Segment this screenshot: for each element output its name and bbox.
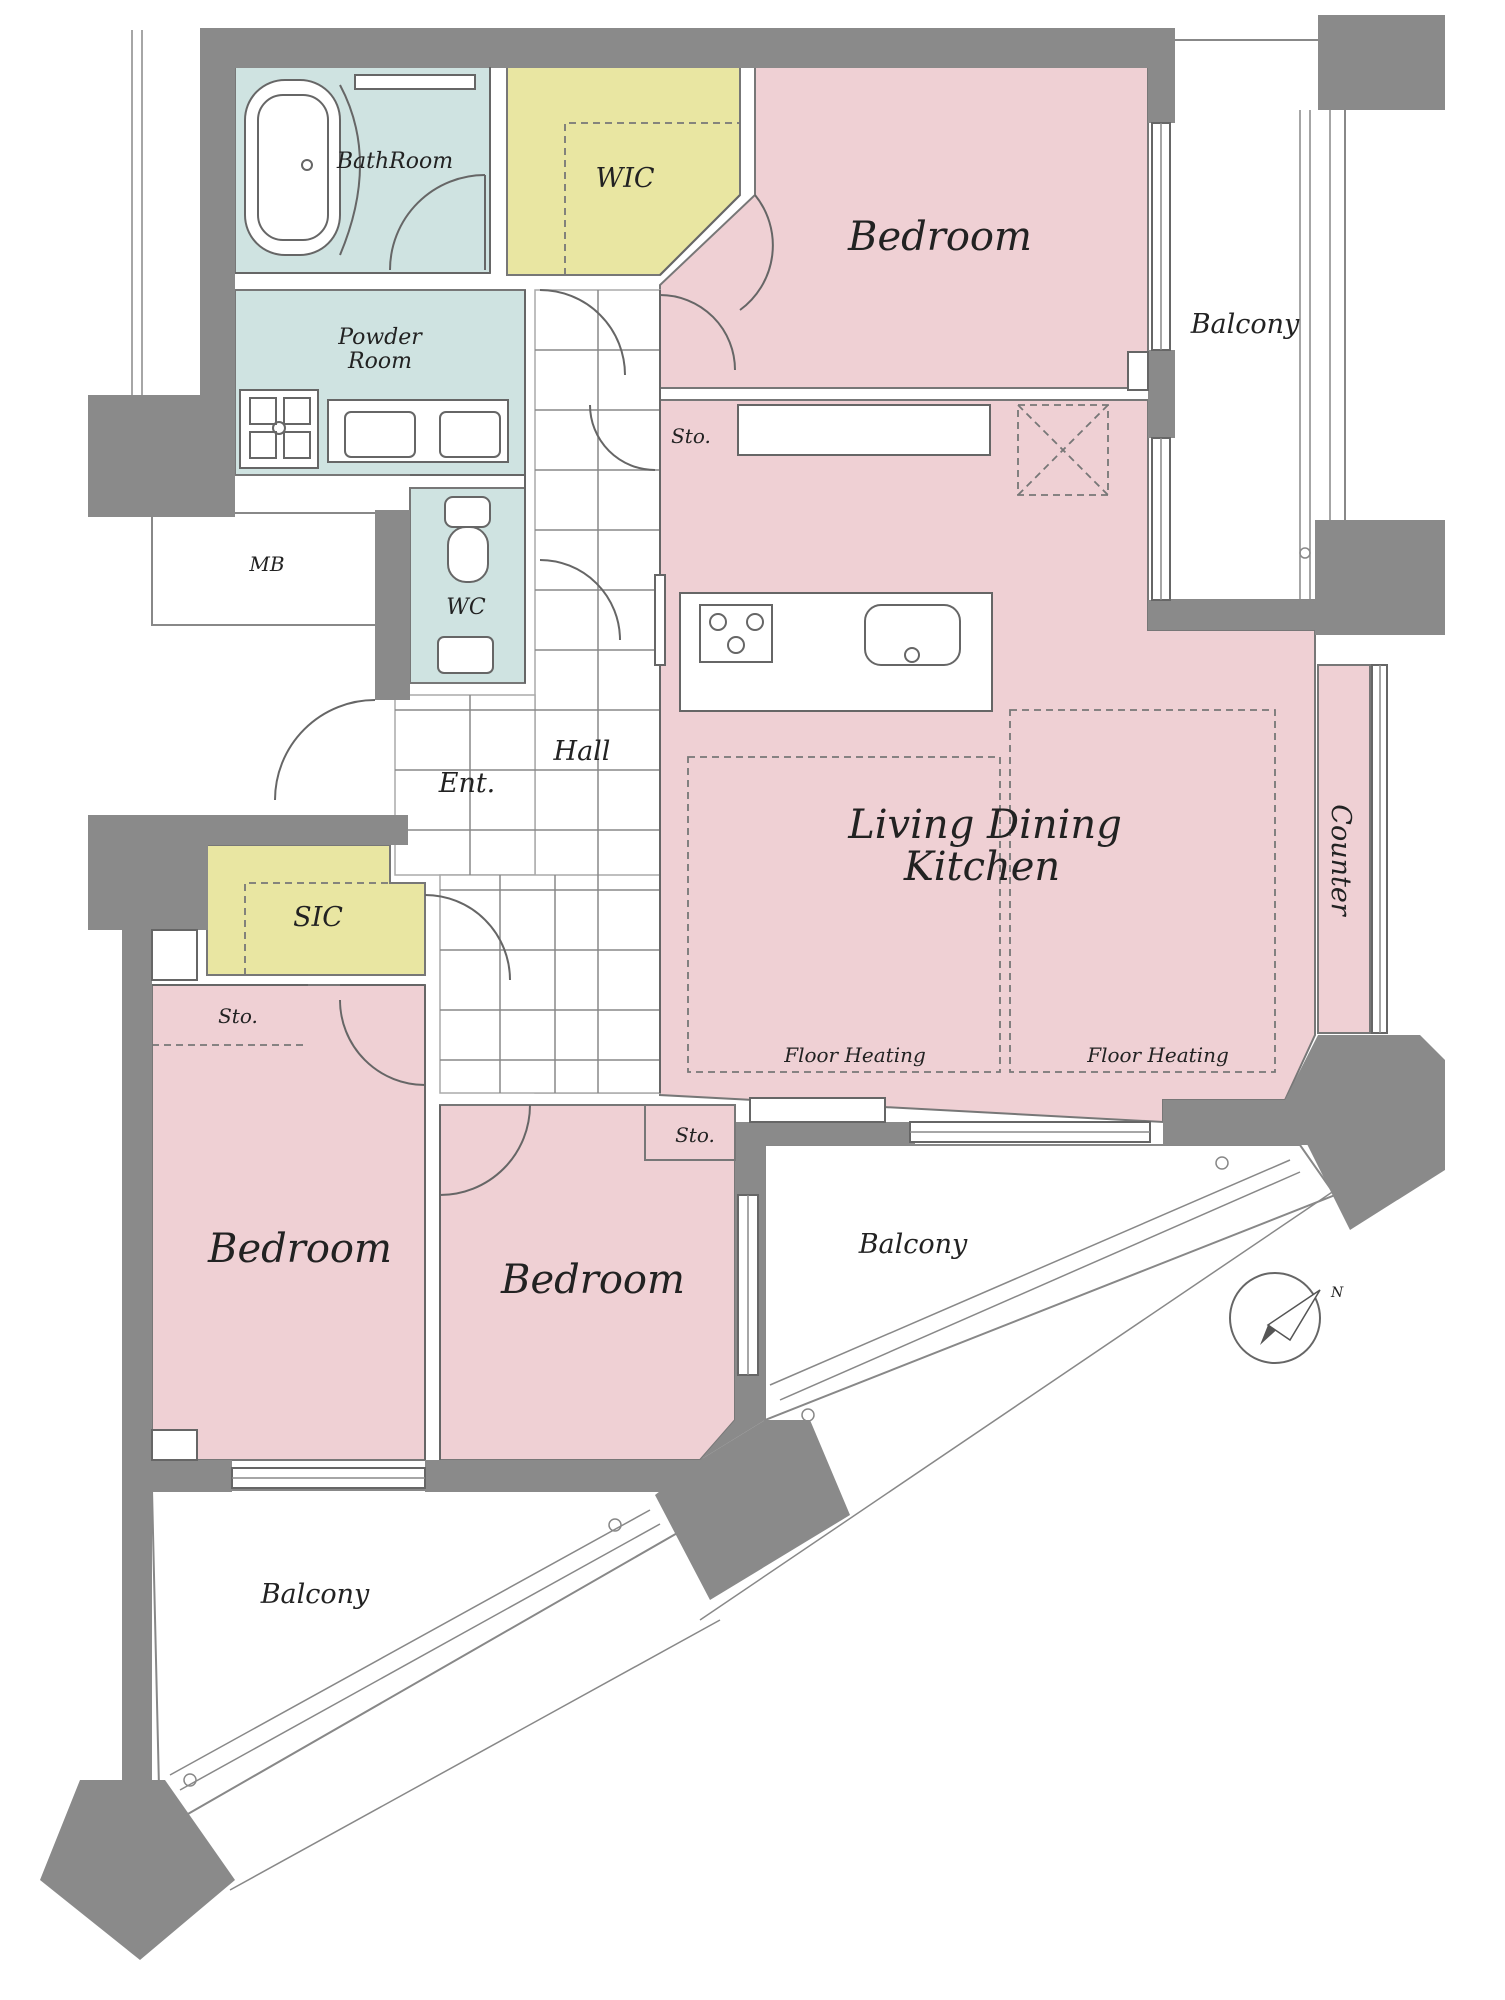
label-ldk-1: Living Dining xyxy=(847,802,1122,848)
label-bedroom-mid: Bedroom xyxy=(500,1257,685,1303)
label-wc: WC xyxy=(446,595,486,620)
label-mb: MB xyxy=(248,552,284,576)
balcony-right-area xyxy=(1169,39,1346,601)
bedroom-left-fill xyxy=(151,984,426,1461)
label-bedroom-left: Bedroom xyxy=(207,1226,392,1272)
label-bedroom-top: Bedroom xyxy=(847,214,1032,260)
label-sto-left: Sto. xyxy=(218,1004,258,1028)
kitchen-counter xyxy=(654,404,1109,712)
label-entrance: Ent. xyxy=(438,768,496,799)
label-sto-top: Sto. xyxy=(671,424,711,448)
label-sic: SIC xyxy=(293,902,343,933)
ldk-column xyxy=(1127,351,1149,391)
toilet-icon xyxy=(437,496,494,674)
balcony-mid-area xyxy=(764,1144,1337,1422)
windows xyxy=(231,122,1388,1489)
doors xyxy=(274,194,774,1196)
label-balcony-bottom: Balcony xyxy=(260,1579,370,1610)
compass-north-label: N xyxy=(1330,1285,1344,1301)
bathtub-icon xyxy=(244,74,486,271)
label-sto-mid: Sto. xyxy=(675,1123,715,1147)
counter-fill xyxy=(1317,664,1371,1034)
washbasin-icon xyxy=(239,389,509,469)
floor-heating-zone-right xyxy=(1009,709,1276,1073)
floor-heating-zone-left xyxy=(687,756,1001,1073)
hall-tiles xyxy=(395,290,660,1093)
partitions xyxy=(152,67,661,1460)
left-exterior-outline xyxy=(131,30,378,626)
sic-shelf xyxy=(244,882,390,975)
label-wic: WIC xyxy=(595,163,654,194)
ldk-step xyxy=(749,1097,886,1123)
label-powder-room-2: Room xyxy=(347,349,412,374)
label-floor-heating-right: Floor Heating xyxy=(1086,1043,1229,1067)
bedroom-left-nook xyxy=(151,1429,198,1461)
sto-mid-fill xyxy=(644,1104,736,1161)
label-counter: Counter xyxy=(1325,804,1356,918)
sto-left-box xyxy=(151,929,198,981)
label-hall: Hall xyxy=(553,736,611,767)
label-bathroom: BathRoom xyxy=(336,149,453,174)
label-balcony-right: Balcony xyxy=(1190,309,1300,340)
ldk-fill xyxy=(659,399,1316,1124)
wic-shelf xyxy=(564,122,740,275)
label-floor-heating-left: Floor Heating xyxy=(783,1043,926,1067)
compass-north-icon: N xyxy=(1229,1272,1344,1364)
label-powder-room-1: Powder xyxy=(337,325,423,350)
entrance-fill xyxy=(394,694,536,876)
label-balcony-mid: Balcony xyxy=(858,1229,968,1260)
label-ldk-2: Kitchen xyxy=(903,844,1060,890)
